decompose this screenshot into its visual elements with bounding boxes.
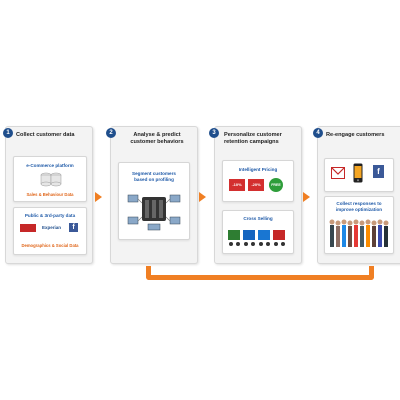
ecommerce-card: e-Commerce platform Sales & Behaviour Da…: [13, 156, 87, 202]
phone-icon: [353, 163, 363, 183]
census-logo: [20, 224, 36, 232]
discount-10-badge: -10%: [229, 179, 245, 191]
free-shipping-badge: FREE: [269, 178, 283, 192]
database-icon: [40, 172, 62, 187]
discount-20-badge: -20%: [248, 179, 264, 191]
experian-logo: Experian: [42, 225, 62, 230]
step-2-number: 2: [106, 128, 116, 138]
facebook-icon: f: [69, 223, 78, 232]
step-3-title: Personalize customer retention campaigns: [224, 132, 282, 145]
segmentation-title: Segment customers based on profiling: [132, 171, 176, 182]
step-1-number: 1: [3, 128, 13, 138]
mail-icon: [331, 167, 345, 179]
arrow-right-icon: [303, 192, 310, 202]
customers-group-icon: [329, 219, 389, 247]
facebook-icon: f: [373, 165, 384, 178]
shopping-carts-icon: [228, 230, 285, 246]
step-3-number: 3: [209, 128, 219, 138]
step-2-title: Analyse & predict customer behaviors: [130, 132, 184, 145]
step-1-title: Collect customer data: [16, 132, 75, 138]
step-4-number: 4: [313, 128, 323, 138]
cross-selling-card: Cross Selling: [222, 210, 294, 254]
channels-card: f: [324, 158, 394, 192]
step-4-title: Re-engage customers: [326, 132, 385, 138]
ecommerce-title: e-Commerce platform: [26, 163, 74, 168]
arrow-right-icon: [199, 192, 206, 202]
responses-title: Collect responses to improve optimizatio…: [335, 201, 383, 212]
third-party-title: Public & 3rd-party data: [24, 213, 76, 218]
segmentation-card: Segment customers based on profiling: [118, 162, 190, 240]
server-network-icon: [127, 194, 181, 231]
third-party-card: Public & 3rd-party data Experian f Demog…: [13, 207, 87, 255]
feedback-loop-connector: [146, 266, 374, 280]
arrow-right-icon: [95, 192, 102, 202]
pricing-title: Intelligent Pricing: [238, 167, 278, 172]
responses-card: Collect responses to improve optimizatio…: [324, 196, 394, 254]
ecommerce-caption: Sales & Behaviour Data: [26, 192, 74, 197]
pricing-card: Intelligent Pricing -10% -20% FREE: [222, 160, 294, 202]
third-party-caption: Demographics & Social Data: [21, 243, 79, 248]
cross-selling-title: Cross Selling: [243, 216, 273, 221]
